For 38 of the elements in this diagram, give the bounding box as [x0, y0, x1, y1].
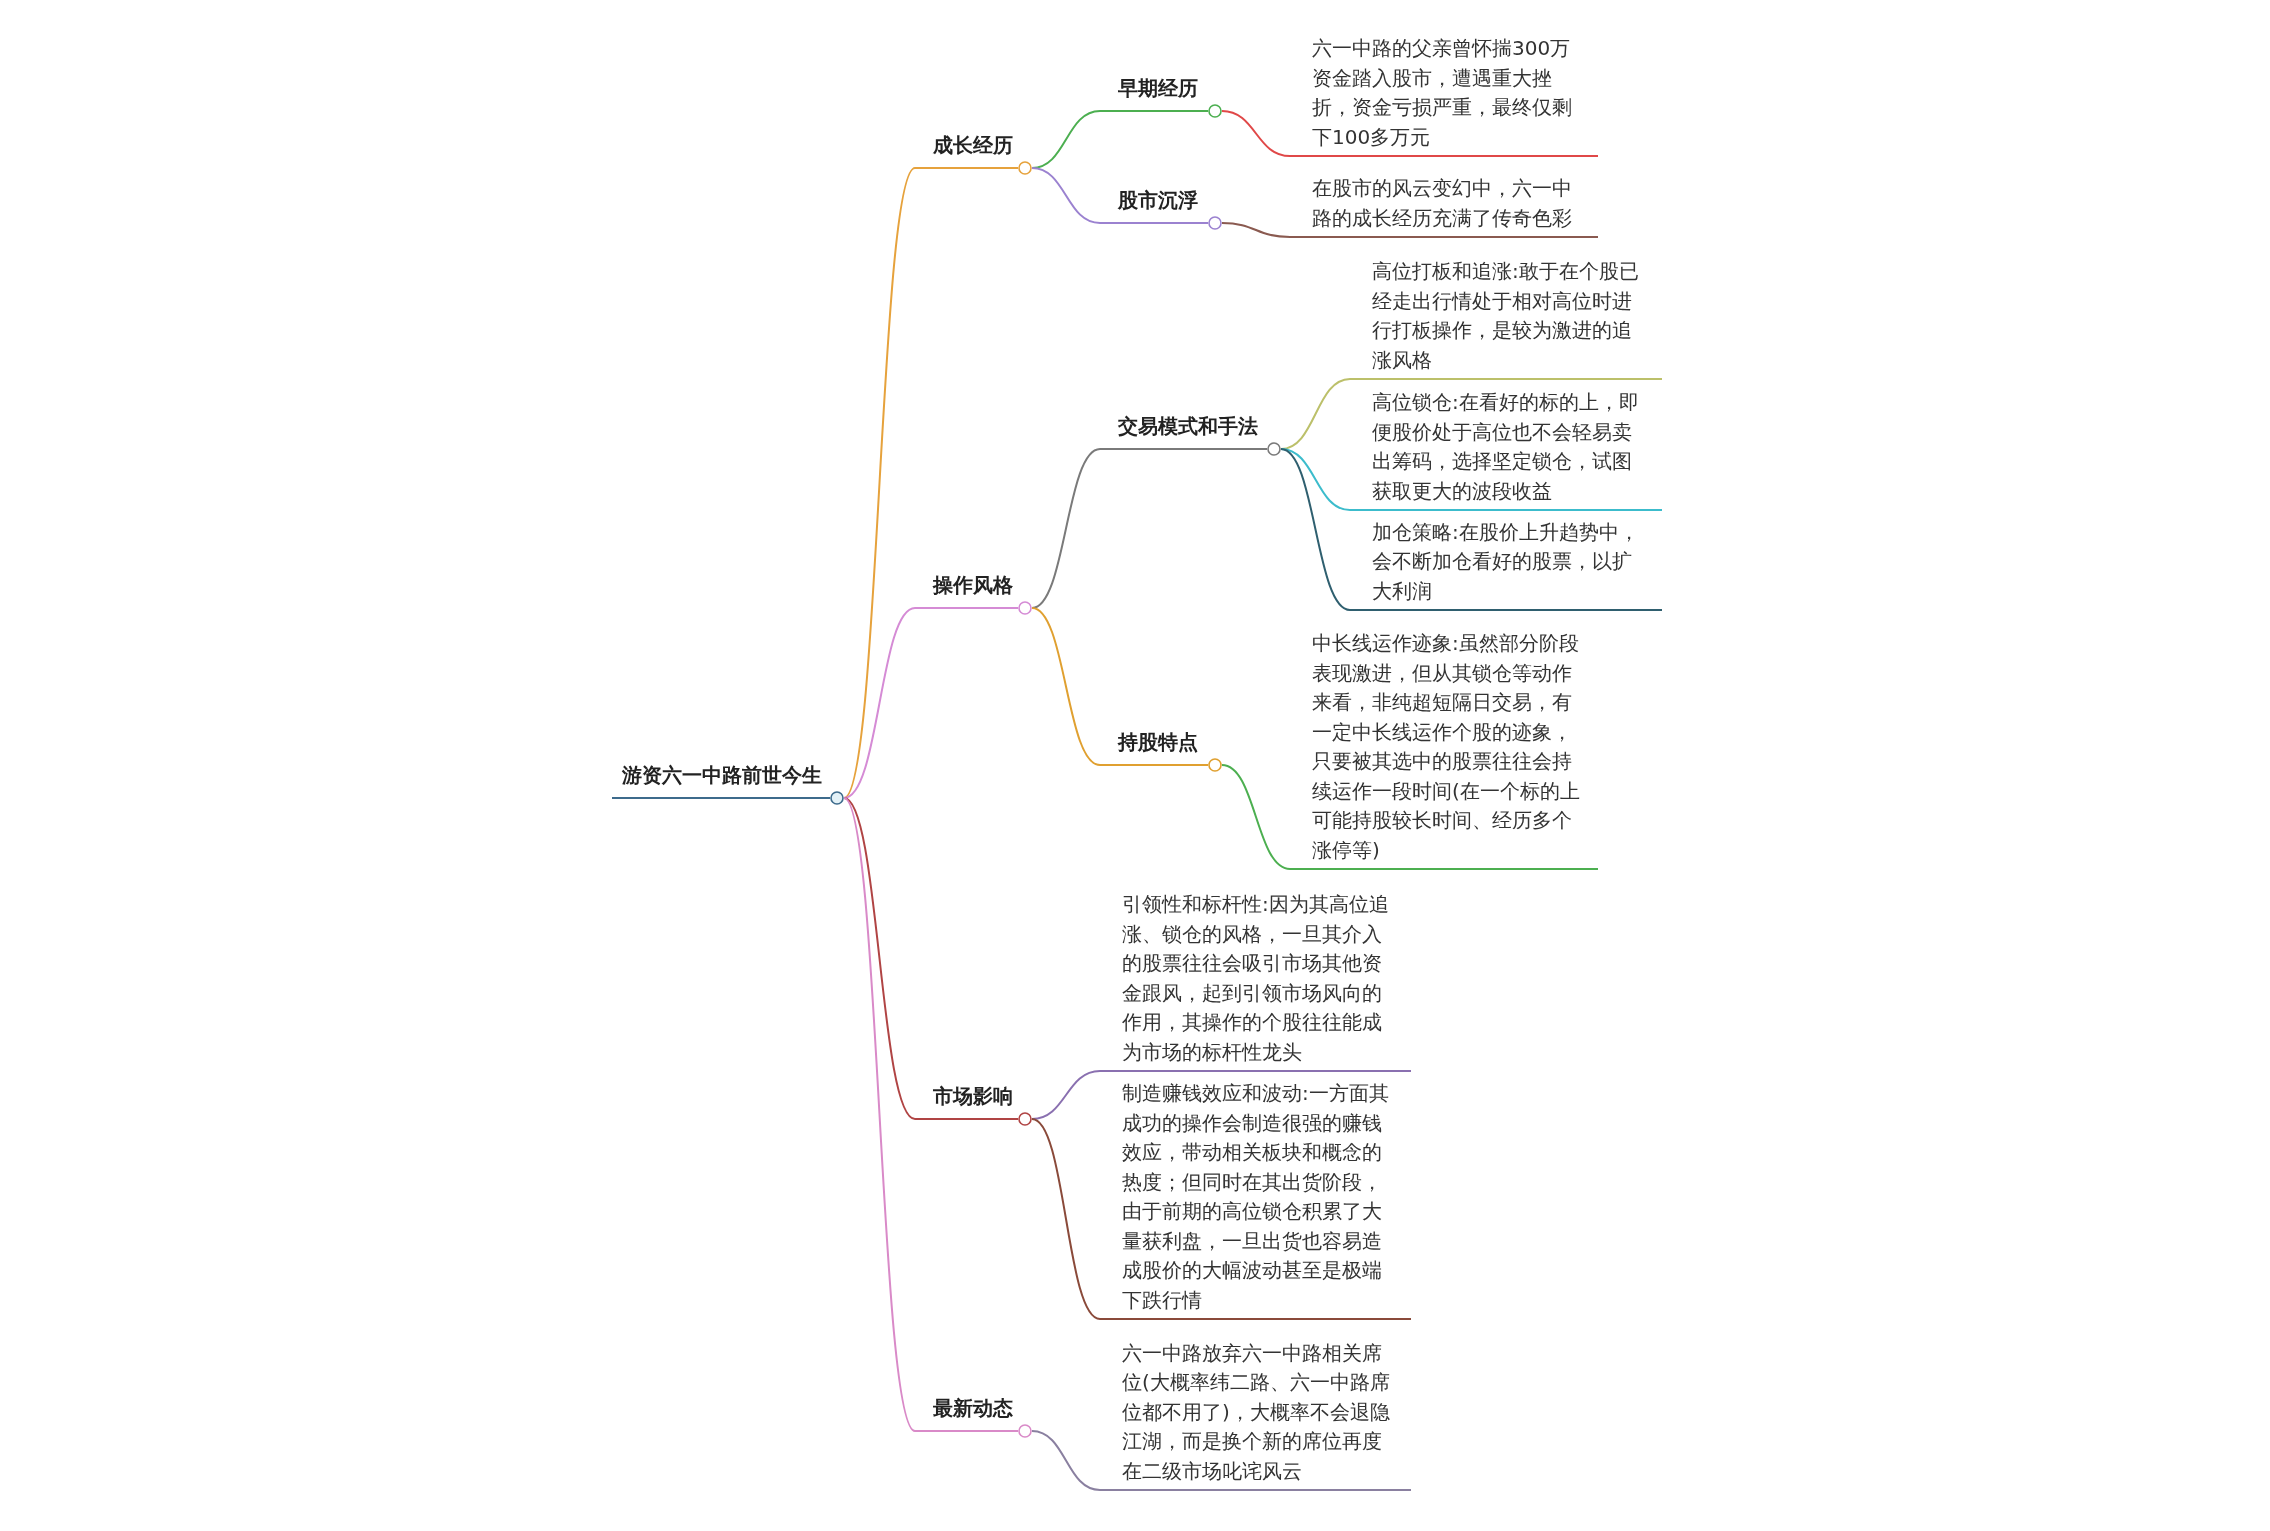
- branch-line: [1221, 110, 1291, 157]
- topic-node: [915, 132, 1032, 175]
- root-topic: [612, 762, 844, 805]
- topic-label: 股市沉浮: [1117, 187, 1199, 214]
- branch-line: [1031, 607, 1101, 766]
- branch-line: [1280, 448, 1351, 611]
- topic-label: 早期经历: [1117, 75, 1199, 102]
- topic-label: 市场影响: [932, 1083, 1014, 1110]
- branch-line: [843, 167, 916, 799]
- topic-label: 操作风格: [931, 572, 1014, 599]
- branch-line: [1221, 222, 1291, 238]
- topic-label: 持股特点: [1116, 729, 1199, 756]
- note-text: 六一中路的父亲曾怀揣300万资金踏入股市，遭遇重大挫折，资金亏损严重，最终仅剩下100多万元: [1290, 34, 1598, 157]
- topic-label: 成长经历: [932, 132, 1014, 159]
- topic-label: 游资六一中路前世今生: [621, 762, 823, 789]
- topic-node: [1100, 75, 1222, 118]
- topic-node: [915, 1083, 1032, 1126]
- note-text: 制造赚钱效应和波动:一方面其成功的操作会制造很强的赚钱效应，带动相关板块和概念的热度；但同时在其出货阶段，由于前期的高位锁仓积累了大量获利盘，一旦出货也容易造成股价的大幅波动甚至是极端下跌行情: [1100, 1079, 1411, 1320]
- topic-node: [1100, 413, 1281, 456]
- branch-line: [1031, 1430, 1101, 1491]
- branch-line: [1221, 764, 1291, 870]
- note-text: 高位锁仓:在看好的标的上，即便股价处于高位也不会轻易卖出筹码，选择坚定锁仓，试图获取更大的波段收益: [1350, 388, 1662, 511]
- note-text: 加仓策略:在股价上升趋势中，会不断加仓看好的股票，以扩大利润: [1350, 517, 1662, 611]
- note-text: 中长线运作迹象:虽然部分阶段表现激进，但从其锁仓等动作来看，非纯超短隔日交易，有一定中长线运作个股的迹象，只要被其选中的股票往往会持续运作一段时间(在一个标的上可能持股较长时间、经历多个涨停等): [1290, 629, 1598, 870]
- topic-node: [1100, 729, 1222, 772]
- note-text: 引领性和标杆性:因为其高位追涨、锁仓的风格，一旦其介入的股票往往会吸引市场其他资金跟风，起到引领市场风向的作用，其操作的个股往往能成为市场的标杆性龙头: [1100, 890, 1411, 1072]
- note-text: 六一中路放弃六一中路相关席位(大概率纬二路、六一中路席位都不用了)，大概率不会退隐江湖，而是换个新的席位再度在二级市场叱诧风云: [1100, 1338, 1411, 1491]
- topic-node: [1100, 187, 1222, 230]
- topic-label: 最新动态: [932, 1395, 1014, 1422]
- branch-line: [843, 607, 916, 799]
- topic-label: 交易模式和手法: [1117, 413, 1259, 440]
- topic-node: [915, 1395, 1032, 1438]
- branch-line: [843, 797, 916, 1432]
- note-text: 在股市的风云变幻中，六一中路的成长经历充满了传奇色彩: [1290, 174, 1598, 238]
- branch-line: [1031, 167, 1101, 224]
- branch-line: [1031, 1118, 1101, 1320]
- note-text: 高位打板和追涨:敢于在个股已经走出行情处于相对高位时进行打板操作，是较为激进的追涨风格: [1350, 257, 1662, 380]
- topic-node: [915, 572, 1032, 615]
